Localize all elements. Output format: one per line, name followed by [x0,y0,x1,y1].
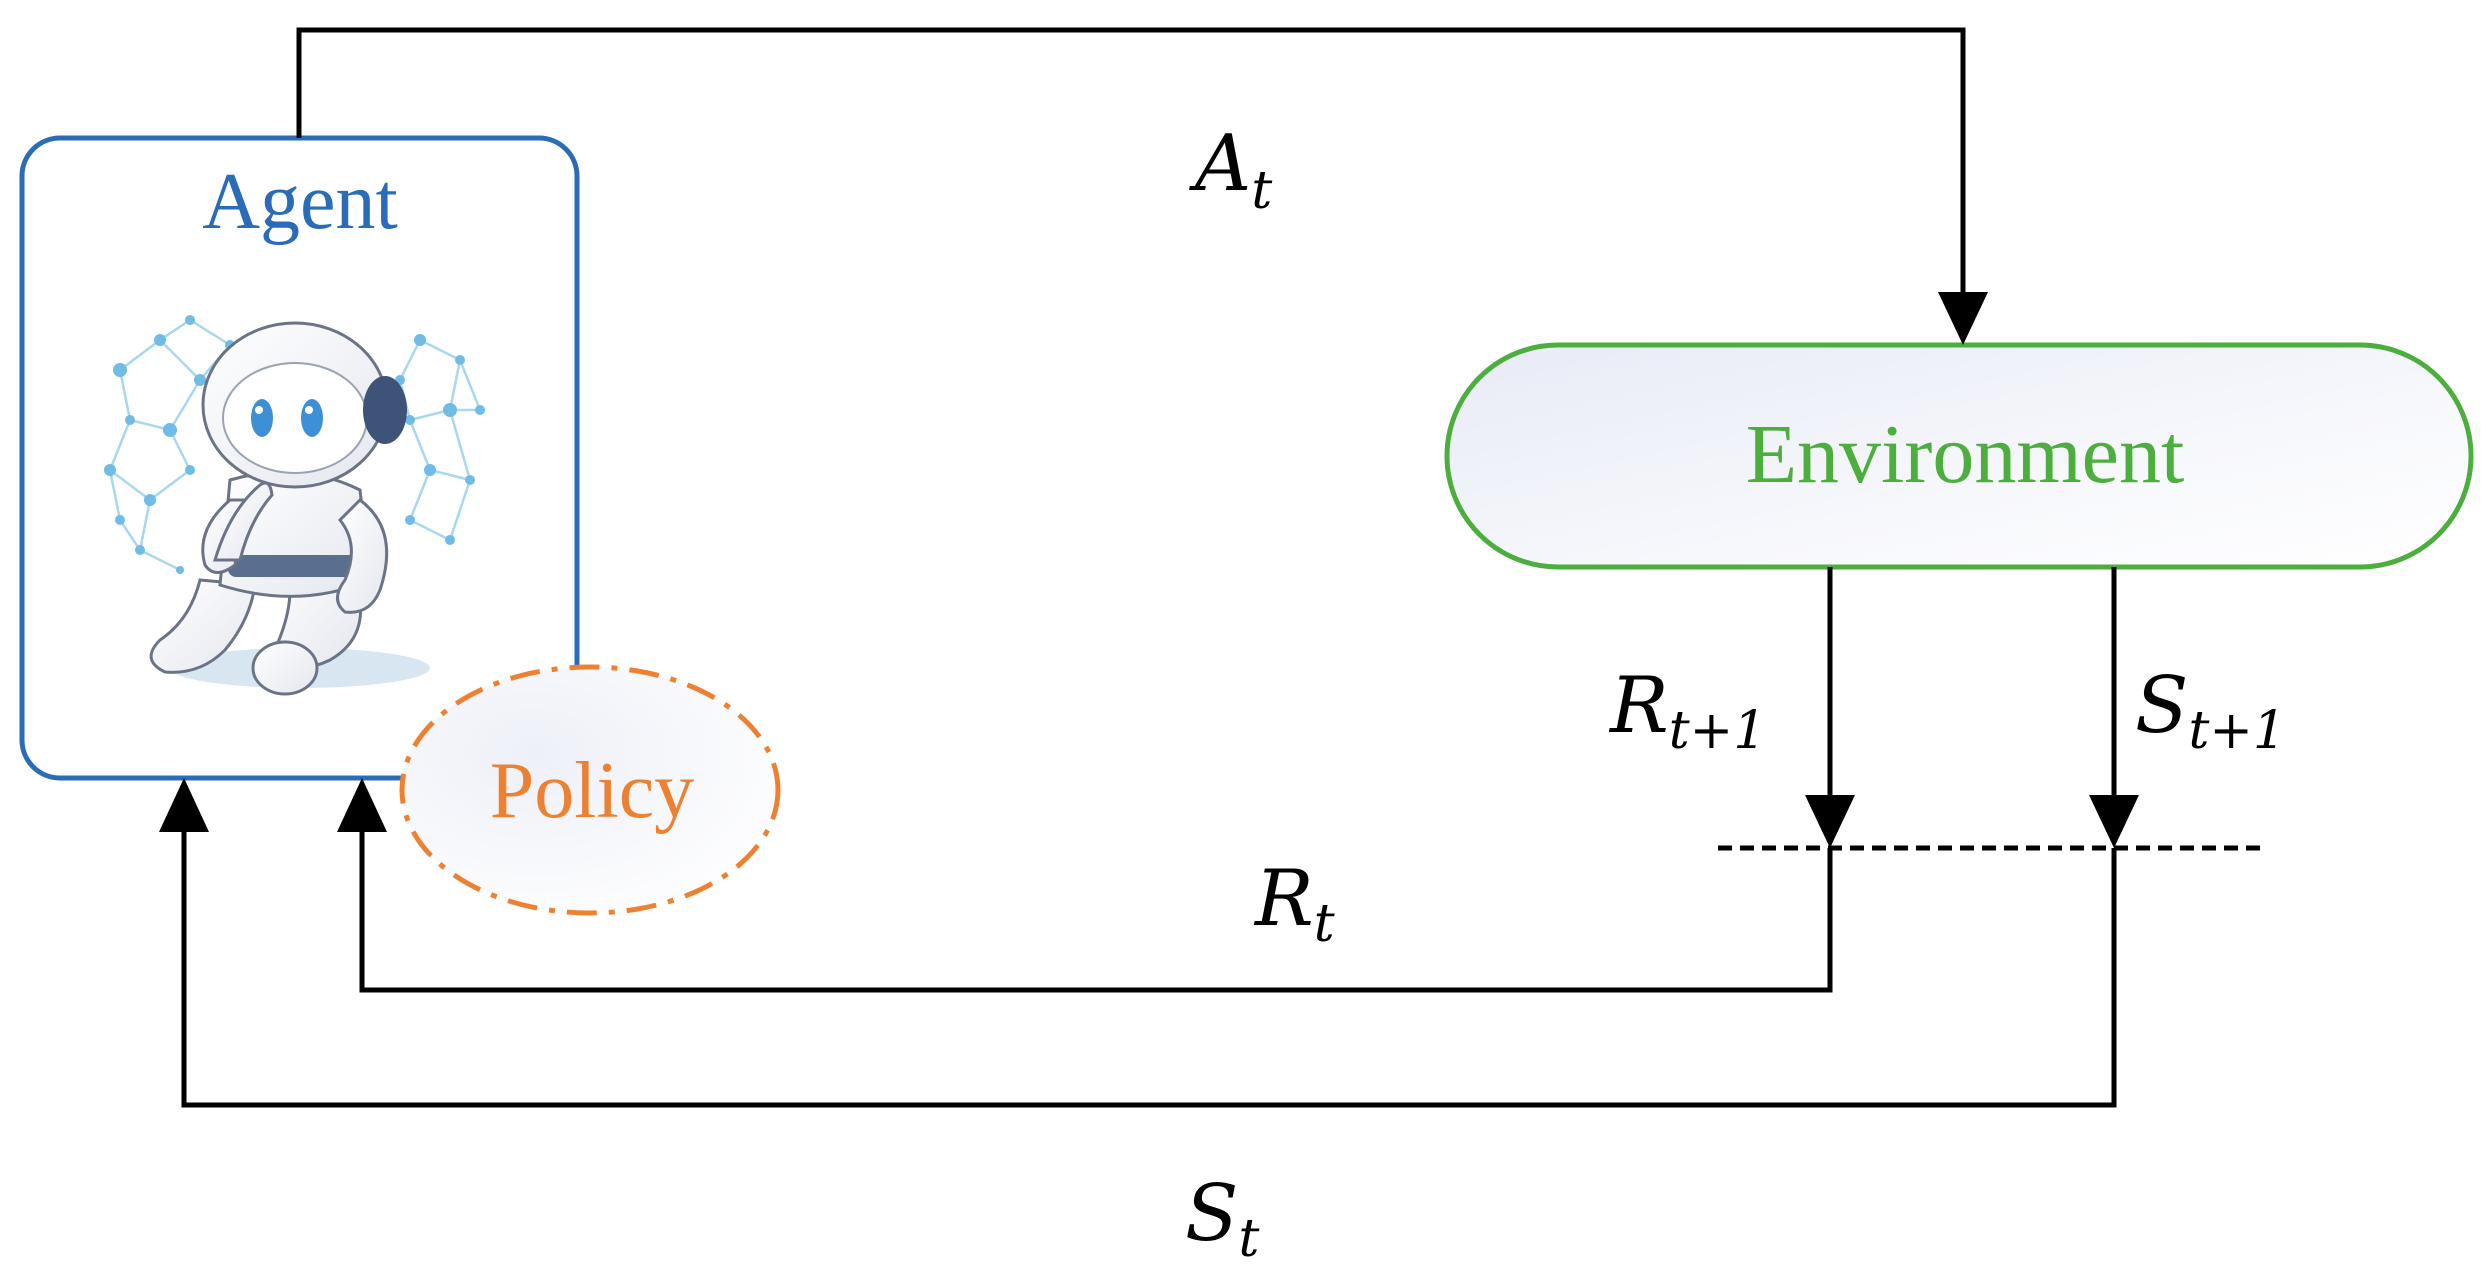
reward-feedback-arrowhead [337,778,387,832]
action-label: At [1189,119,1272,221]
state-feedback-line [181,830,2117,1108]
policy-ellipse [399,664,781,916]
robot-icon [104,315,485,696]
environment-box [1444,342,2474,570]
reward-current-label: Rt [1253,854,1335,954]
environment-label: Environment [1746,408,2185,501]
state-next-label: St+1 [2135,661,2286,761]
reward-next-arrowhead [1805,795,1855,848]
agent-label: Agent [202,158,398,246]
reward-feedback-line [359,830,1833,993]
state-feedback-arrowhead [159,778,209,832]
action-arrow-line [296,27,1966,300]
state-current-label: St [1185,1169,1259,1269]
reward-next-label: Rt+1 [1608,661,1766,761]
state-next-arrowhead [2089,795,2139,848]
policy-label: Policy [490,747,694,835]
action-arrowhead [1938,292,1988,345]
